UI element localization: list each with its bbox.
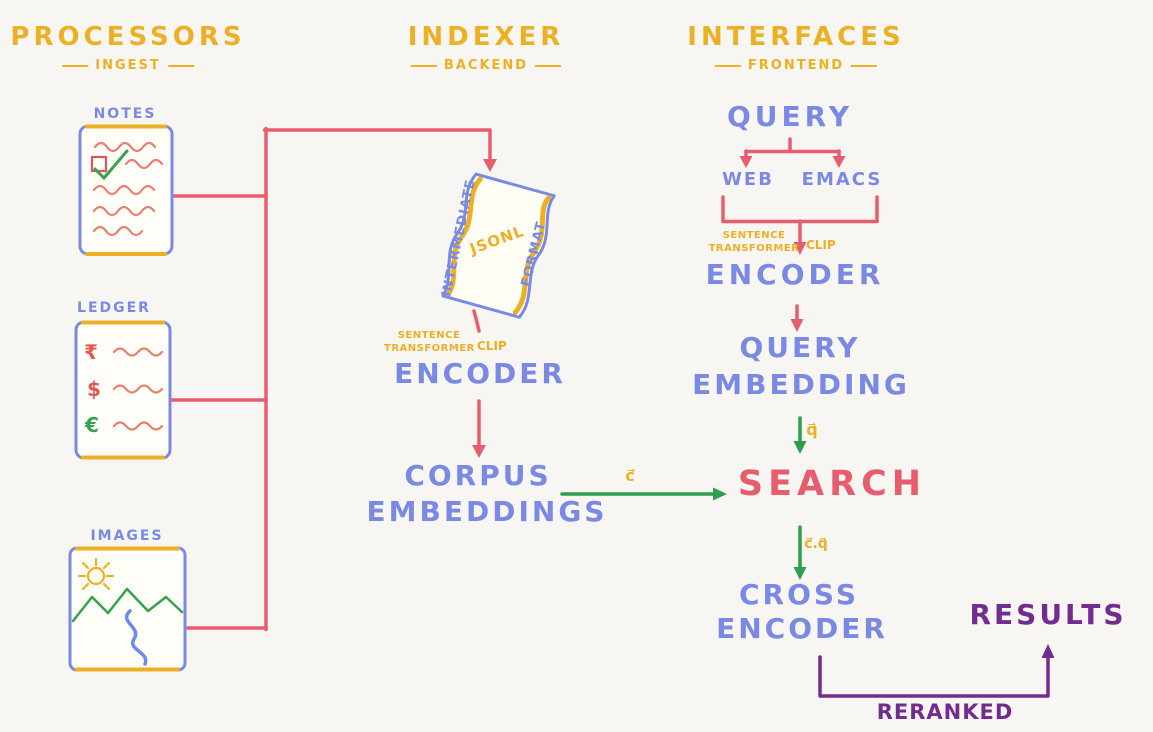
ledger-amount-squiggles <box>112 347 164 431</box>
corpus-vector-label: c⃗ <box>625 466 635 485</box>
column-title-indexer: INDEXER <box>407 22 565 52</box>
web-client-node: WEB <box>722 169 774 190</box>
arrowhead-into-encoder <box>793 242 807 255</box>
subtitle-dash <box>851 64 878 67</box>
squiggle-line <box>92 205 156 217</box>
check-mark-icon <box>93 149 129 181</box>
search-node: SEARCH <box>737 464 927 504</box>
arrowhead-into-embedding <box>790 319 804 332</box>
squiggle-line <box>112 421 164 431</box>
emacs-client-node: EMACS <box>801 169 883 190</box>
images-card-label: IMAGES <box>90 528 164 544</box>
arrowhead-into-scroll <box>483 159 497 172</box>
sun-ray <box>81 582 90 591</box>
model-note-line1: SENTENCE <box>397 330 461 341</box>
notes-text-squiggles <box>92 141 164 237</box>
ledger-card <box>74 320 172 460</box>
notes-card-label: NOTES <box>93 106 157 122</box>
sun-ray <box>81 561 90 570</box>
column-title-processors: PROCESSORS <box>10 22 246 52</box>
arrowhead-into-emacs <box>832 156 846 168</box>
green-connectors <box>560 416 802 570</box>
sun-ray <box>102 582 111 591</box>
cross-encoder-line2: ENCODER <box>716 612 888 645</box>
column-subtitle-indexer: BACKEND <box>410 58 562 73</box>
cross-to-results-line <box>818 655 1050 698</box>
arrowhead-into-web <box>739 156 753 168</box>
column-title-interfaces: INTERFACES <box>687 22 905 52</box>
interfaces-model-note: SENTENCE TRANSFORMER <box>708 230 800 255</box>
river-icon <box>124 609 148 666</box>
squiggle-line <box>112 384 164 394</box>
notes-card <box>78 124 174 256</box>
images-card <box>68 546 187 672</box>
sun-disc <box>86 566 106 586</box>
subtitle-dash <box>410 64 437 67</box>
sun-ray <box>102 561 111 570</box>
arrowhead-into-results <box>1041 644 1055 658</box>
corpus-embeddings-line2: EMBEDDINGS <box>366 495 608 528</box>
sun-icon <box>77 557 115 591</box>
subtitle-text: FRONTEND <box>747 58 845 73</box>
model-note-line1: SENTENCE <box>722 230 786 241</box>
subtitle-dash <box>62 64 89 67</box>
query-vector-label: q⃗ <box>806 420 818 439</box>
ledger-card-label: LEDGER <box>77 300 151 316</box>
corpus-embeddings-line1: CORPUS <box>404 459 552 492</box>
squiggle-line <box>92 225 144 237</box>
scroll-right-band <box>512 195 552 315</box>
search-vector-label: c⃗.q⃗ <box>804 536 828 552</box>
red-connectors <box>169 126 879 632</box>
model-note-line2: TRANSFORMER <box>384 342 475 354</box>
squiggle-line <box>124 158 164 170</box>
squiggle-line <box>92 184 156 196</box>
arrowhead-into-cross <box>793 567 807 580</box>
trunk-to-scroll-line <box>262 128 492 161</box>
arrowhead-into-search-top <box>793 441 807 454</box>
scroll-left-band <box>446 176 483 296</box>
scroll-to-encoder-line <box>472 309 481 333</box>
mountains-icon <box>71 587 184 623</box>
results-node: RESULTS <box>969 598 1127 631</box>
currency-dollar: $ <box>87 377 101 401</box>
interfaces-encoder-node: ENCODER <box>705 258 885 291</box>
cross-encoder-line1: CROSS <box>739 578 859 611</box>
column-subtitle-interfaces: FRONTEND <box>714 58 878 73</box>
red-arrowheads <box>472 156 846 458</box>
indexer-model-note: SENTENCE TRANSFORMER <box>384 330 474 355</box>
subtitle-text: INGEST <box>95 58 161 73</box>
subtitle-dash <box>535 64 562 67</box>
arrowhead-into-corpus <box>472 445 486 458</box>
query-embedding-line2: EMBEDDING <box>692 368 910 401</box>
interfaces-clip-note: CLIP <box>806 238 836 252</box>
currency-euro: € <box>85 413 99 437</box>
jsonl-scroll <box>441 172 556 319</box>
squiggle-line <box>93 141 157 153</box>
query-node: QUERY <box>727 100 853 133</box>
squiggle-line <box>112 347 164 357</box>
arrowhead-into-search-left <box>713 487 727 501</box>
indexer-encoder-node: ENCODER <box>394 357 566 390</box>
model-note-line2: TRANSFORMER <box>708 242 800 254</box>
reranked-label: RERANKED <box>876 700 1014 724</box>
subtitle-dash <box>167 64 194 67</box>
currency-rupee: ₹ <box>84 340 98 364</box>
query-embedding-line1: QUERY <box>739 331 861 364</box>
subtitle-dash <box>714 64 741 67</box>
subtitle-text: BACKEND <box>443 58 529 73</box>
indexer-clip-note: CLIP <box>477 339 507 353</box>
purple-connector <box>818 655 1050 698</box>
green-arrowheads <box>713 441 807 580</box>
column-subtitle-processors: INGEST <box>62 58 194 73</box>
